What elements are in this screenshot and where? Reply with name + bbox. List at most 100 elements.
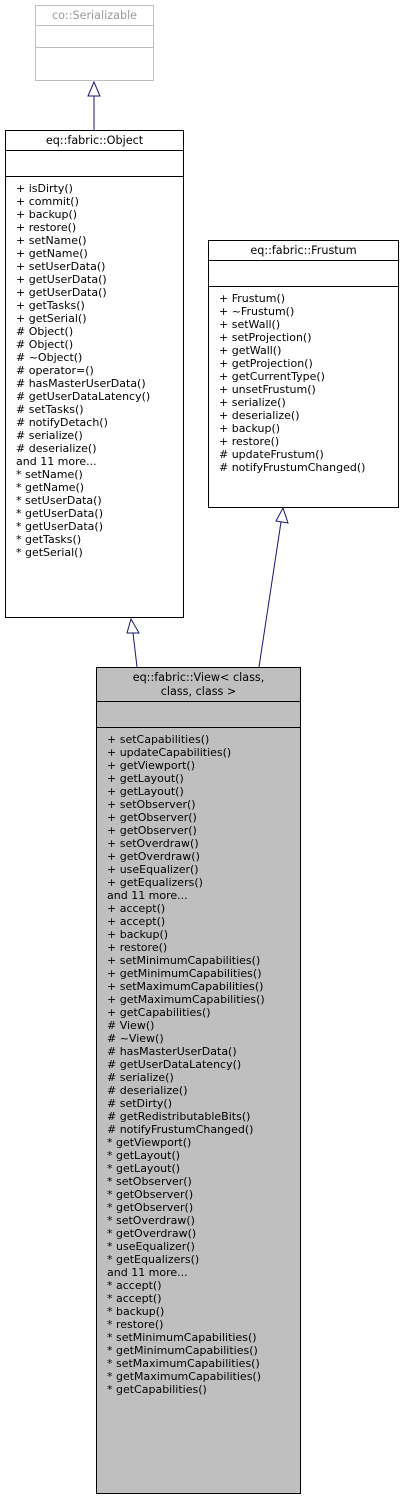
member-item[interactable]: # hasMasterUserData() [16,377,146,390]
member-item[interactable]: + setCapabilities() [107,733,210,746]
member-item[interactable]: * setMinimumCapabilities() [107,1331,257,1344]
edge-view-to-frustum [258,506,289,668]
member-item[interactable]: # setTasks() [16,403,84,416]
member-item[interactable]: # getUserDataLatency() [107,1058,242,1071]
member-item[interactable]: + getCapabilities() [107,1006,211,1019]
member-item[interactable]: # notifyFrustumChanged() [219,461,366,474]
member-item[interactable]: # Object() [16,338,74,351]
member-item[interactable]: * useEqualizer() [107,1240,195,1253]
member-item[interactable]: + getMinimumCapabilities() [107,967,262,980]
member-item[interactable]: + setName() [16,234,87,247]
member-item[interactable]: # serialize() [107,1071,174,1084]
member-item[interactable]: * setMaximumCapabilities() [107,1357,260,1370]
member-item[interactable]: + setWall() [219,318,281,331]
class-name: eq::fabric::View< class, class, class > [97,668,300,701]
member-item[interactable]: + restore() [107,941,168,954]
member-item[interactable]: * getObserver() [107,1201,194,1214]
member-item[interactable]: * setName() [16,468,83,481]
member-item[interactable]: + getEqualizers() [107,876,203,889]
member-item[interactable]: # serialize() [16,429,83,442]
member-item[interactable]: # notifyDetach() [16,416,108,429]
member-item[interactable]: + getUserData() [16,286,107,299]
member-item[interactable]: # deserialize() [107,1084,188,1097]
member-item[interactable]: # ~Object() [16,351,83,364]
member-item[interactable]: + getSerial() [16,312,87,325]
member-item[interactable]: * getTasks() [16,533,82,546]
class-eq-fabric-object[interactable]: eq::fabric::Object + isDirty()+ commit()… [5,130,184,618]
member-item[interactable]: # Object() [16,325,74,338]
member-item[interactable]: + setOverdraw() [107,837,199,850]
member-item[interactable]: + isDirty() [16,182,73,195]
member-item[interactable]: + unsetFrustum() [219,383,316,396]
member-item[interactable]: # deserialize() [16,442,97,455]
member-item[interactable]: + serialize() [219,396,286,409]
member-item[interactable]: + setMaximumCapabilities() [107,980,264,993]
member-item[interactable]: + Frustum() [219,292,286,305]
member-item[interactable]: * backup() [107,1305,165,1318]
member-item[interactable]: + useEqualizer() [107,863,199,876]
member-item[interactable]: + getLayout() [107,772,184,785]
member-item[interactable]: # getUserDataLatency() [16,390,151,403]
member-item[interactable]: + commit() [16,195,79,208]
member-item[interactable]: * restore() [107,1318,164,1331]
member-item[interactable]: # notifyFrustumChanged() [107,1123,254,1136]
member-item[interactable]: and 11 more... [107,1266,188,1279]
member-item[interactable]: and 11 more... [16,455,97,468]
member-item[interactable]: + getObserver() [107,811,197,824]
class-eq-fabric-view[interactable]: eq::fabric::View< class, class, class > … [96,667,301,1494]
member-item[interactable]: + restore() [16,221,77,234]
member-item[interactable]: + getUserData() [16,273,107,286]
member-item[interactable]: * getOverdraw() [107,1227,197,1240]
member-item[interactable]: * getUserData() [16,520,103,533]
member-item[interactable]: * getViewport() [107,1136,192,1149]
member-item[interactable]: # getRedistributableBits() [107,1110,251,1123]
member-item[interactable]: + updateCapabilities() [107,746,232,759]
member-item[interactable]: + getProjection() [219,357,313,370]
member-item[interactable]: * accept() [107,1279,162,1292]
member-item[interactable]: + backup() [219,422,281,435]
member-item[interactable]: + setObserver() [107,798,196,811]
member-item[interactable]: # ~View() [107,1032,164,1045]
class-co-serializable[interactable]: co::Serializable [35,5,154,81]
member-item[interactable]: + setMinimumCapabilities() [107,954,261,967]
member-item[interactable]: + setProjection() [219,331,312,344]
member-item[interactable]: * accept() [107,1292,162,1305]
member-item[interactable]: # updateFrustum() [219,448,324,461]
member-item[interactable]: * getName() [16,481,85,494]
member-item[interactable]: + accept() [107,902,166,915]
member-item[interactable]: + backup() [107,928,169,941]
member-item[interactable]: * getObserver() [107,1188,194,1201]
member-item[interactable]: * setOverdraw() [107,1214,195,1227]
member-item[interactable]: + getViewport() [107,759,196,772]
member-item[interactable]: + getOverdraw() [107,850,200,863]
member-item[interactable]: * getCapabilities() [107,1383,207,1396]
member-item[interactable]: + deserialize() [219,409,300,422]
member-item[interactable]: * getLayout() [107,1149,181,1162]
class-eq-fabric-frustum[interactable]: eq::fabric::Frustum + Frustum()+ ~Frustu… [208,240,399,508]
member-item[interactable]: * setObserver() [107,1175,192,1188]
member-item[interactable]: and 11 more... [107,889,188,902]
member-item[interactable]: + setUserData() [16,260,106,273]
member-item[interactable]: + getObserver() [107,824,197,837]
member-item[interactable]: # hasMasterUserData() [107,1045,237,1058]
member-item[interactable]: + getMaximumCapabilities() [107,993,265,1006]
member-item[interactable]: + accept() [107,915,166,928]
member-item[interactable]: + backup() [16,208,78,221]
member-item[interactable]: * setUserData() [16,494,102,507]
member-item[interactable]: + getWall() [219,344,282,357]
member-item[interactable]: * getSerial() [16,546,83,559]
member-item[interactable]: * getEqualizers() [107,1253,200,1266]
member-item[interactable]: + getLayout() [107,785,184,798]
member-item[interactable]: + getName() [16,247,88,260]
member-item[interactable]: + restore() [219,435,280,448]
member-item[interactable]: + ~Frustum() [219,305,295,318]
member-item[interactable]: # View() [107,1019,155,1032]
member-item[interactable]: * getLayout() [107,1162,181,1175]
member-item[interactable]: + getTasks() [16,299,85,312]
member-item[interactable]: * getMaximumCapabilities() [107,1370,262,1383]
member-item[interactable]: * getUserData() [16,507,103,520]
member-item[interactable]: # operator=() [16,364,94,377]
member-item[interactable]: * getMinimumCapabilities() [107,1344,258,1357]
member-item[interactable]: # setDirty() [107,1097,172,1110]
member-item[interactable]: + getCurrentType() [219,370,325,383]
